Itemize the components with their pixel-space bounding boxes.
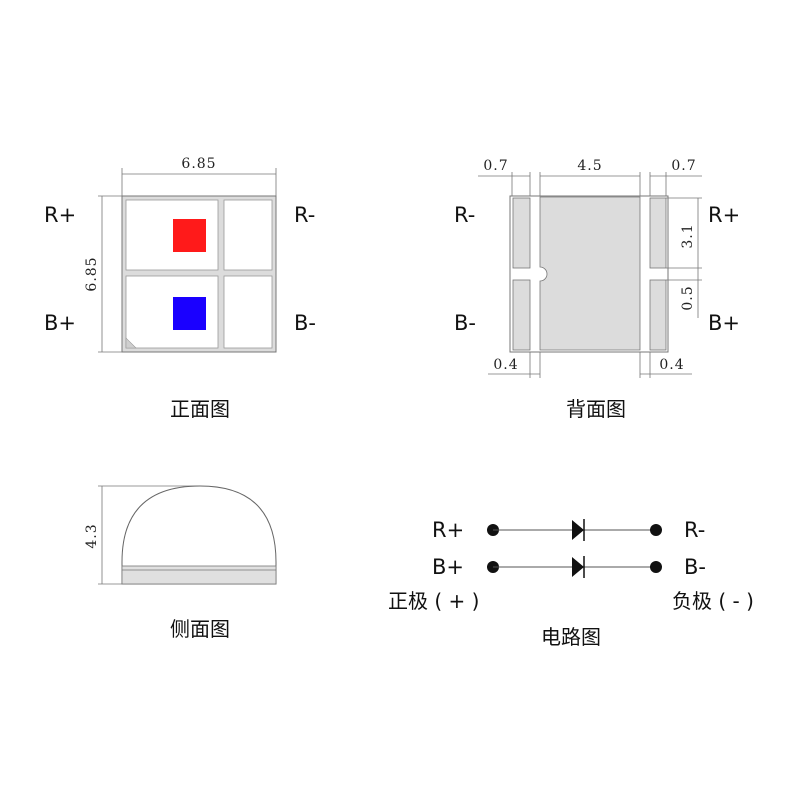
circuit-pin-b-neg: B- xyxy=(684,555,706,579)
front-pin-r-pos: R+ xyxy=(44,203,76,227)
back-pin-r-neg: R- xyxy=(454,203,475,227)
back-view: 0.7 4.5 0.7 3.1 0.5 0.4 0.4 R- B- R+ B+ xyxy=(454,158,740,421)
back-pad-left-bottom xyxy=(512,279,531,351)
back-left-pad-dim: 0.7 xyxy=(483,158,508,174)
blue-led-chip xyxy=(173,297,206,330)
back-pin-b-pos: B+ xyxy=(708,311,740,335)
back-pad-center xyxy=(539,196,641,351)
side-view-caption: 侧面图 xyxy=(170,617,230,641)
front-width-dim: 6.85 xyxy=(181,156,216,172)
circuit-r-diode-icon xyxy=(572,520,584,540)
circuit-diagram: R+ B+ R- B- 正极 ( + ) 负极 ( - ) 电路图 xyxy=(388,518,754,649)
front-height-dim: 6.85 xyxy=(84,256,100,291)
back-left-offset-dim: 0.4 xyxy=(493,357,518,373)
red-led-chip xyxy=(173,219,206,252)
front-pin-b-neg: B- xyxy=(294,311,316,335)
back-pad-left-top xyxy=(512,197,531,269)
front-polarity-mark xyxy=(125,337,137,349)
circuit-pin-r-pos: R+ xyxy=(432,518,464,542)
front-pin-b-pos: B+ xyxy=(44,311,76,335)
front-pad-top-right xyxy=(223,199,273,271)
back-right-offset-dim: 0.4 xyxy=(659,357,684,373)
back-right-pad-dim: 0.7 xyxy=(671,158,696,174)
front-pin-r-neg: R- xyxy=(294,203,315,227)
circuit-pin-r-neg: R- xyxy=(684,518,705,542)
circuit-r-cathode-terminal xyxy=(650,524,662,536)
side-height-dim: 4.3 xyxy=(84,523,100,548)
front-pad-bottom-right xyxy=(223,275,273,349)
front-view-caption: 正面图 xyxy=(170,397,230,421)
back-center-pad-dim: 4.5 xyxy=(577,158,602,174)
circuit-anode-label: 正极 ( + ) xyxy=(388,589,479,613)
side-package-base xyxy=(121,565,277,585)
back-upper-pad-height-dim: 3.1 xyxy=(680,223,696,248)
circuit-b-cathode-terminal xyxy=(650,561,662,573)
side-lens-dome xyxy=(121,485,277,585)
side-view: 4.3 侧面图 xyxy=(84,485,277,641)
back-view-caption: 背面图 xyxy=(566,397,626,421)
circuit-pin-b-pos: B+ xyxy=(432,555,464,579)
circuit-cathode-label: 负极 ( - ) xyxy=(672,589,754,613)
circuit-caption: 电路图 xyxy=(541,625,601,649)
back-pad-right-top xyxy=(649,197,667,269)
back-pad-right-bottom xyxy=(649,279,667,351)
front-view: 6.85 6.85 R+ B+ R- B- 正面图 xyxy=(44,156,316,421)
back-pin-r-pos: R+ xyxy=(708,203,740,227)
back-gap-dim: 0.5 xyxy=(680,285,696,310)
back-pin-b-neg: B- xyxy=(454,311,476,335)
circuit-b-diode-icon xyxy=(572,557,584,577)
